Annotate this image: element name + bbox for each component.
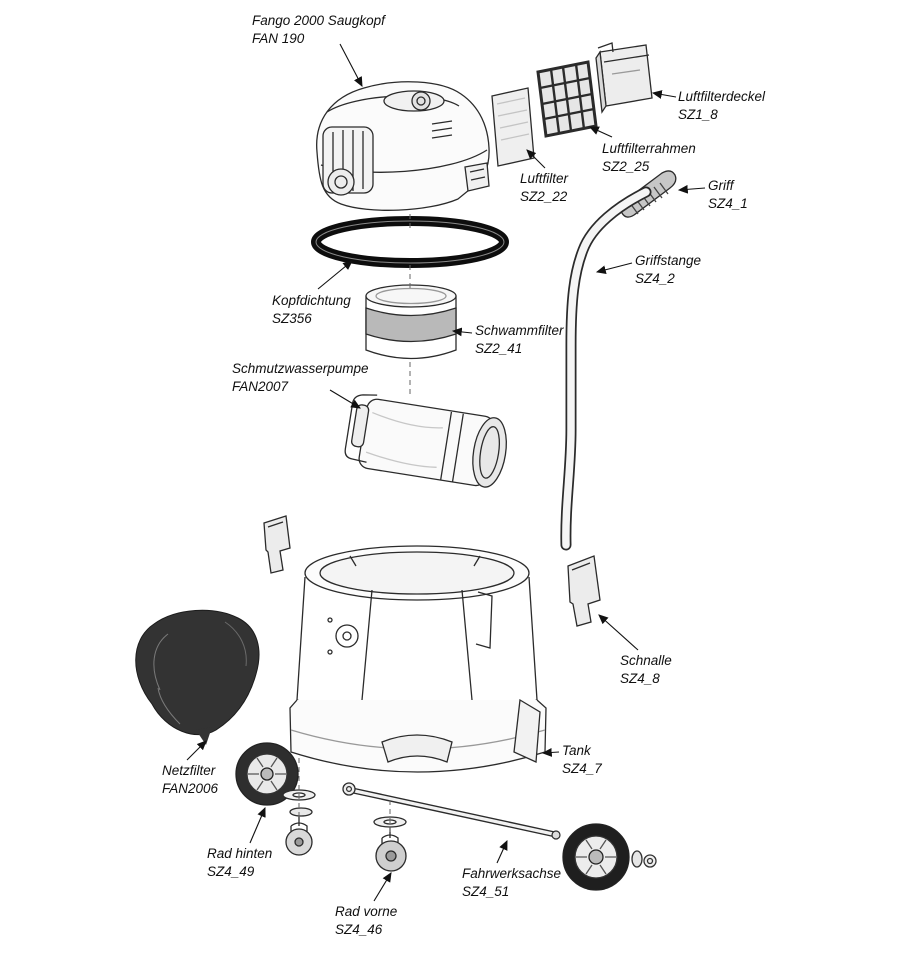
axle-drawing [342, 782, 561, 840]
label-kopfdichtung: Kopfdichtung SZ356 [272, 292, 351, 328]
part-name: Netzfilter [162, 763, 216, 778]
label-schnalle: Schnalle SZ4_8 [620, 652, 672, 688]
part-code: SZ4_46 [335, 921, 383, 937]
part-name: Rad vorne [335, 904, 398, 919]
pump-drawing [344, 394, 507, 488]
label-schmutzwasserpumpe: Schmutzwasserpumpe FAN2007 [232, 360, 369, 396]
part-name: Schnalle [620, 653, 672, 668]
part-code: SZ2_22 [520, 188, 568, 204]
part-name: Luftfilterrahmen [602, 141, 696, 156]
label-rad-hinten: Rad hinten SZ4_49 [207, 845, 272, 881]
part-code: SZ2_25 [602, 158, 650, 174]
label-luftfilterdeckel: Luftfilterdeckel SZ1_8 [678, 88, 765, 124]
part-name: Luftfilter [520, 171, 569, 186]
label-griffstange: Griffstange SZ4_2 [635, 252, 701, 288]
buckle-left-drawing [263, 515, 291, 574]
part-code: SZ4_49 [207, 863, 255, 879]
part-name: Schwammfilter [475, 323, 564, 338]
part-code: SZ2_41 [475, 340, 523, 356]
part-code: SZ4_1 [708, 195, 748, 211]
buckle-right-drawing [567, 555, 601, 627]
head-seal-drawing [311, 216, 509, 268]
front-caster-drawing [373, 816, 407, 872]
label-fahrwerksachse: Fahrwerksachse SZ4_51 [462, 865, 561, 901]
label-schwammfilter: Schwammfilter SZ2_41 [475, 322, 564, 358]
label-tank: Tank SZ4_7 [562, 742, 602, 778]
part-code: SZ1_8 [678, 106, 718, 122]
label-luftfilter: Luftfilter SZ2_22 [520, 170, 568, 206]
right-rear-wheel-drawing [562, 823, 657, 891]
leader-lines [186, 43, 706, 902]
rear-wheel-drawing [235, 742, 299, 806]
part-name: Fahrwerksachse [462, 866, 562, 881]
part-name: Luftfilterdeckel [678, 89, 766, 104]
part-code: SZ356 [272, 310, 312, 326]
label-fango-2000-saugkopf: Fango 2000 Saugkopf FAN 190 [252, 12, 385, 48]
label-luftfilterrahmen: Luftfilterrahmen SZ2_25 [602, 140, 696, 176]
tank-drawing [289, 545, 547, 773]
part-code: SZ4_8 [620, 670, 660, 686]
label-netzfilter: Netzfilter FAN2006 [162, 762, 218, 798]
handle-bar-drawing [560, 186, 652, 551]
part-name: Griff [708, 178, 734, 193]
center-lines [298, 214, 411, 834]
part-code: SZ4_51 [462, 883, 510, 899]
net-filter-drawing [135, 609, 260, 745]
sponge-filter-drawing [365, 284, 457, 360]
air-filter-cover-drawing [595, 42, 653, 114]
part-name: Schmutzwasserpumpe [232, 361, 369, 376]
air-filter-drawing [491, 87, 535, 167]
vacuum-head-drawing [316, 81, 490, 211]
part-code: SZ4_7 [562, 760, 602, 776]
label-griff: Griff SZ4_1 [708, 177, 748, 213]
part-code: FAN2007 [232, 378, 289, 394]
part-code: FAN 190 [252, 30, 305, 46]
part-name: Tank [562, 743, 591, 758]
air-filter-frame-drawing [536, 60, 598, 138]
part-name: Griffstange [635, 253, 702, 268]
label-rad-vorne: Rad vorne SZ4_46 [335, 903, 397, 939]
rear-caster-drawing [282, 789, 316, 856]
part-name: Rad hinten [207, 846, 273, 861]
part-code: FAN2006 [162, 780, 219, 796]
part-name: Fango 2000 Saugkopf [252, 13, 385, 28]
part-name: Kopfdichtung [272, 293, 351, 308]
part-code: SZ4_2 [635, 270, 675, 286]
